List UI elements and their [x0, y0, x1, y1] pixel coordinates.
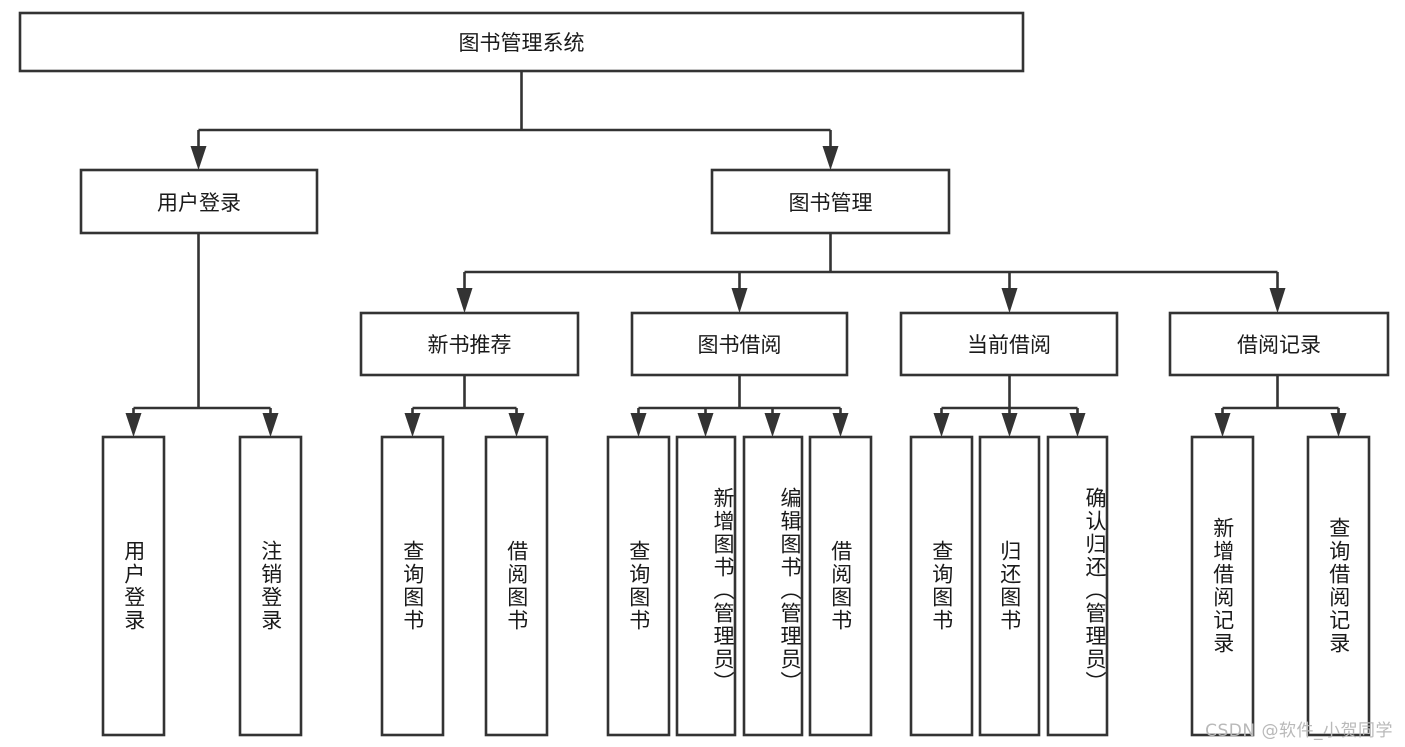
- node-box-leaf-edit-book[interactable]: [742, 435, 804, 737]
- node-box-leaf-user-login[interactable]: [101, 435, 166, 737]
- arrow-head-leaf-return-book: [1001, 413, 1018, 437]
- node-box-leaf-add-book[interactable]: [675, 435, 737, 737]
- node-box-current[interactable]: [899, 311, 1119, 377]
- arrow-head-to-current: [1001, 288, 1018, 313]
- arrow-head-leaf-query-book-3: [933, 413, 950, 437]
- node-box-leaf-add-record[interactable]: [1190, 435, 1255, 737]
- node-box-root[interactable]: [18, 11, 1025, 73]
- arrow-head-leaf-logout: [262, 413, 279, 437]
- node-box-leaf-borrow-book-2[interactable]: [808, 435, 873, 737]
- arrow-head-leaf-query-book-1: [404, 413, 421, 437]
- arrow-head-to-records: [1269, 288, 1286, 313]
- arrow-head-to-bookmgmt: [822, 146, 839, 170]
- node-box-records[interactable]: [1168, 311, 1390, 377]
- arrow-head-leaf-add-record: [1214, 413, 1231, 437]
- arrow-head-leaf-borrow-book-2: [832, 413, 849, 437]
- arrow-head-to-newbook: [456, 288, 473, 313]
- arrow-head-leaf-add-book: [697, 413, 714, 437]
- arrow-head-leaf-query-book-2: [630, 413, 647, 437]
- node-box-login[interactable]: [79, 168, 319, 235]
- arrow-head-leaf-borrow-book-1: [508, 413, 525, 437]
- arrow-head-to-login: [190, 146, 207, 170]
- node-box-newbook[interactable]: [359, 311, 580, 377]
- node-box-leaf-return-book[interactable]: [978, 435, 1041, 737]
- node-box-leaf-logout[interactable]: [238, 435, 303, 737]
- node-box-leaf-query-record[interactable]: [1306, 435, 1371, 737]
- node-box-borrow[interactable]: [630, 311, 849, 377]
- node-box-bookmgmt[interactable]: [710, 168, 951, 235]
- node-box-leaf-confirm-return[interactable]: [1046, 435, 1109, 737]
- arrow-head-leaf-confirm-return: [1069, 413, 1086, 437]
- node-box-leaf-borrow-book-1[interactable]: [484, 435, 549, 737]
- arrow-head-leaf-query-record: [1330, 413, 1347, 437]
- arrow-head-to-borrow: [731, 288, 748, 313]
- arrow-head-leaf-user-login: [125, 413, 142, 437]
- node-box-leaf-query-book-2[interactable]: [606, 435, 671, 737]
- node-box-leaf-query-book-1[interactable]: [380, 435, 445, 737]
- arrow-head-leaf-edit-book: [764, 413, 781, 437]
- node-box-leaf-query-book-3[interactable]: [909, 435, 974, 737]
